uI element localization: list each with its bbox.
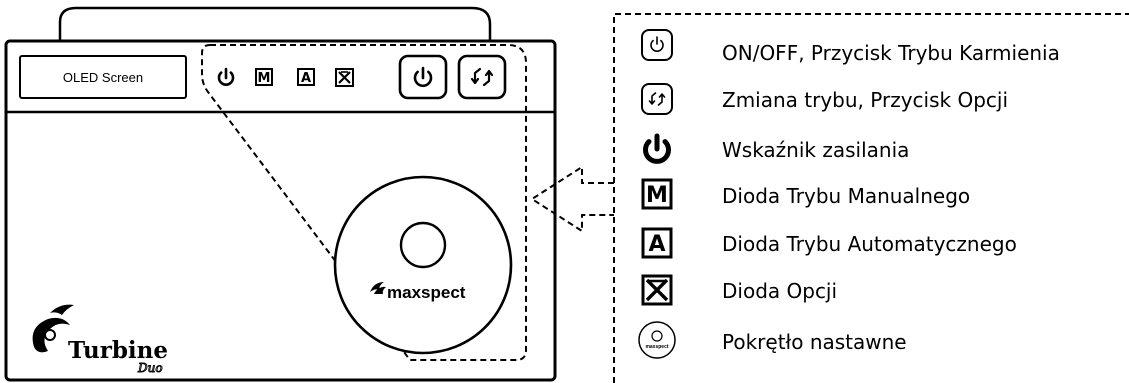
svg-text:maxspect: maxspect: [645, 344, 668, 350]
legend-item: M Dioda Trybu Manualnego: [641, 178, 970, 210]
legend-border: [613, 13, 1129, 383]
legend-item: A Dioda Trybu Automatycznego: [641, 227, 1017, 259]
device-handle: [58, 6, 492, 41]
legend-power-button-icon: [641, 29, 673, 61]
turbine-logo: Turbine Duo: [32, 304, 168, 375]
legend-item: Wskaźnik zasilania: [643, 133, 909, 164]
mode-button[interactable]: [457, 54, 507, 100]
legend-item: maxspect Pokrętło nastawne: [638, 321, 907, 359]
legend-label: ON/OFF, Przycisk Trybu Karmienia: [722, 41, 1060, 65]
device: OLED Screen M A: [4, 6, 557, 382]
legend-m-box-icon: M: [641, 178, 673, 210]
oled-screen: OLED Screen: [19, 55, 187, 99]
turbine-logo-suffix: Duo: [137, 361, 163, 375]
option-indicator-icon: [335, 68, 354, 87]
control-region-outline: [201, 44, 527, 361]
legend-panel: ON/OFF, Przycisk Trybu Karmienia Zmiana …: [613, 13, 1129, 383]
legend-mode-button-icon: [641, 83, 673, 115]
legend-label: Dioda Trybu Manualnego: [722, 184, 970, 208]
manual-mode-indicator-letter: M: [258, 71, 271, 86]
manual-mode-indicator: M: [255, 68, 273, 86]
turbine-logo-icon: [32, 304, 74, 353]
svg-text:M: M: [646, 183, 668, 208]
legend-item: Dioda Opcji: [641, 274, 837, 306]
auto-mode-indicator-letter: A: [301, 71, 311, 86]
legend-knob-icon: maxspect: [638, 321, 676, 359]
adjustment-knob[interactable]: maxspect: [333, 175, 513, 355]
legend-label: Wskaźnik zasilania: [722, 138, 909, 162]
legend-label: Dioda Opcji: [722, 279, 837, 303]
callout-arrow: [530, 165, 614, 233]
legend-x-box-icon: [641, 274, 673, 306]
oled-screen-label: OLED Screen: [63, 70, 143, 85]
legend-a-box-icon: A: [641, 227, 673, 259]
legend-item: Zmiana trybu, Przycisk Opcji: [641, 83, 1008, 115]
auto-mode-indicator: A: [297, 68, 315, 86]
power-button[interactable]: [398, 54, 448, 100]
svg-text:A: A: [648, 232, 665, 257]
mode-switch-icon: [470, 67, 494, 87]
turbine-logo-word: Turbine: [68, 337, 168, 364]
knob-center-button: [399, 221, 447, 269]
legend-label: Pokrętło nastawne: [722, 330, 907, 354]
legend-label: Zmiana trybu, Przycisk Opcji: [722, 88, 1008, 112]
maxspect-logo-icon: [370, 282, 386, 294]
knob-brand-label: maxspect: [387, 283, 466, 302]
power-icon: [413, 66, 433, 88]
power-indicator-icon: [217, 67, 235, 86]
legend-item: ON/OFF, Przycisk Trybu Karmienia: [641, 29, 1060, 65]
legend-power-icon: [643, 133, 671, 164]
legend-label: Dioda Trybu Automatycznego: [722, 232, 1017, 256]
